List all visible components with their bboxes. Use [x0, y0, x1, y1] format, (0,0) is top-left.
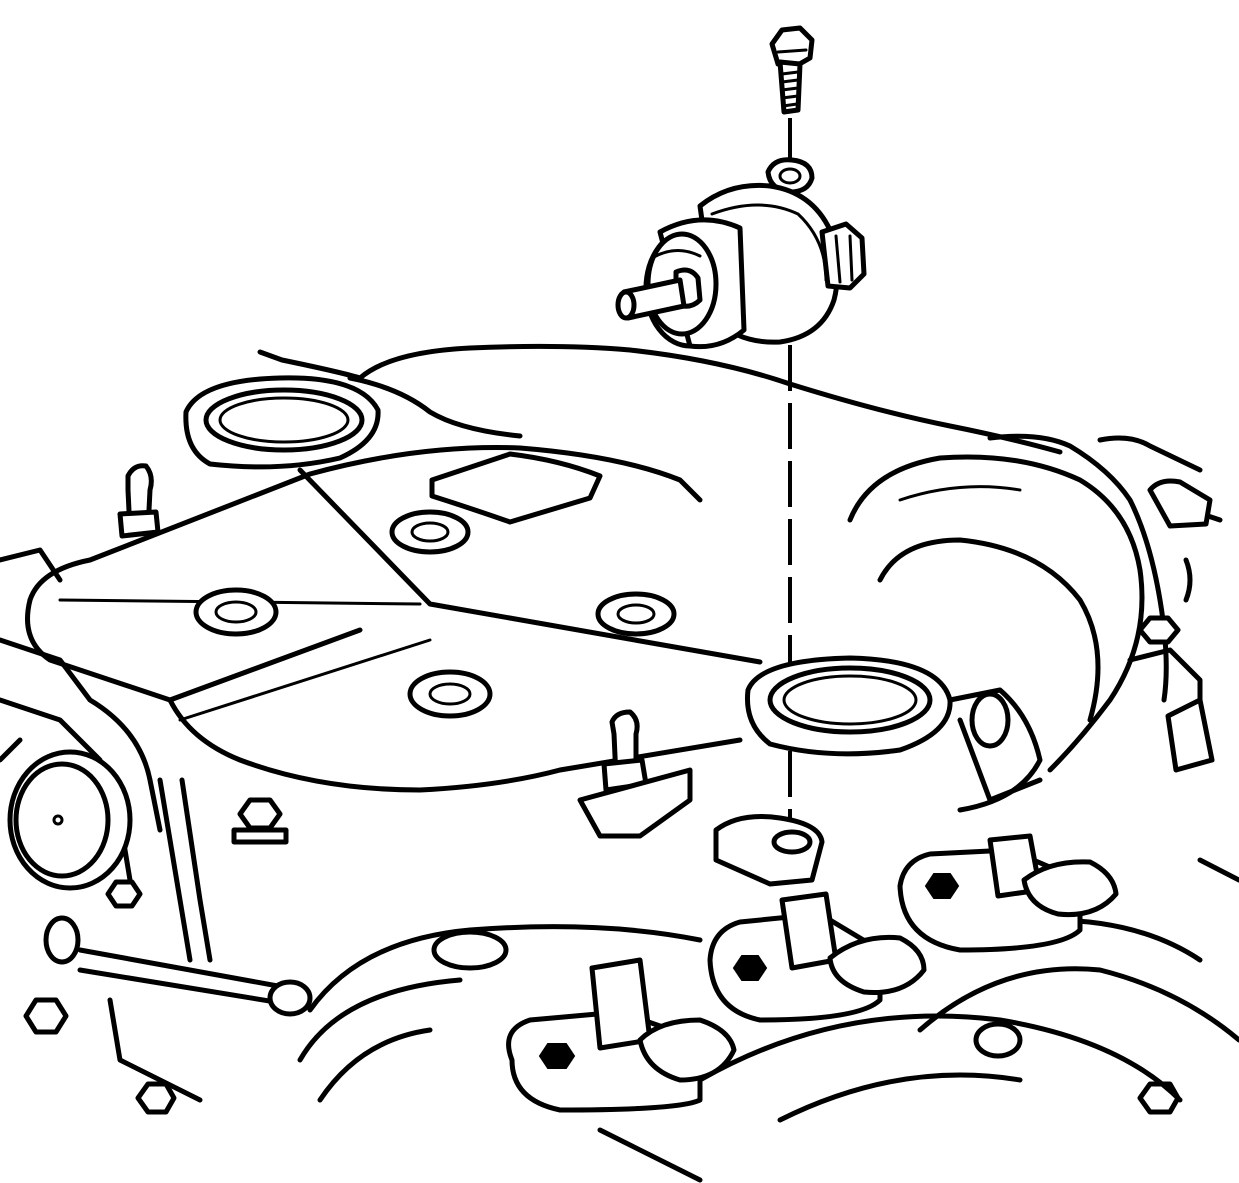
- injector-connector-1: [506, 957, 737, 1113]
- hex-bolt-1: [231, 797, 289, 845]
- hex-bolt-4: [135, 1081, 177, 1115]
- injector-connector-3: [897, 833, 1119, 953]
- vacuum-solenoid-valve: [615, 182, 867, 350]
- hex-bolt-2: [1137, 615, 1181, 645]
- hex-bolt-5: [1137, 1081, 1181, 1115]
- hex-bolt-6: [105, 879, 143, 909]
- injector-connector-2: [707, 891, 927, 1023]
- fuel-line: [43, 777, 313, 1103]
- side-cover: [0, 547, 163, 891]
- intake-manifold: [25, 343, 1169, 813]
- hex-bolt-3: [23, 997, 69, 1035]
- stud-left: [117, 463, 161, 539]
- mounting-bolt: [769, 25, 815, 115]
- mounting-bracket: [713, 814, 825, 887]
- lower-runners: [297, 857, 1239, 1183]
- stud-center: [577, 709, 693, 839]
- right-end-fitting: [1097, 435, 1223, 773]
